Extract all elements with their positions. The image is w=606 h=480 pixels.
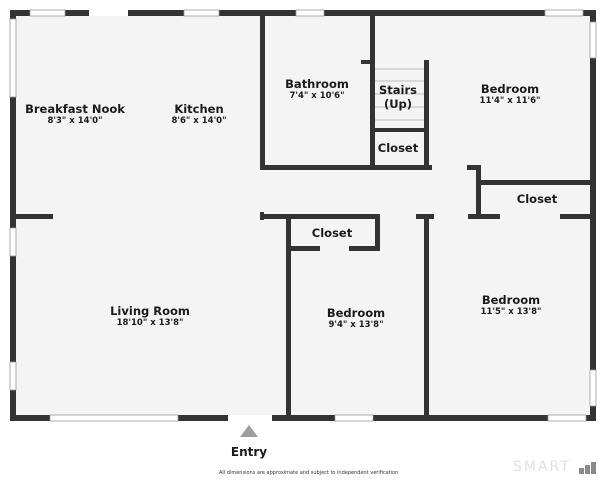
room-stairs: Stairs (Up) <box>379 83 417 111</box>
room-dimensions: 7'4" x 10'6" <box>289 91 345 101</box>
room-bedroom-mid: Bedroom 9'4" x 13'8" <box>327 306 385 331</box>
disclaimer-text: All dimensions are approximate and subje… <box>219 470 399 476</box>
room-name: Closet <box>516 192 558 206</box>
room-name: Kitchen <box>174 102 224 116</box>
room-name: Closet <box>311 226 353 240</box>
room-name: Bedroom <box>326 306 386 320</box>
room-sub: (Up) <box>383 97 413 111</box>
room-closet-right: Closet <box>517 192 557 206</box>
room-name: Bedroom <box>480 82 540 96</box>
room-name: Closet <box>377 141 419 155</box>
room-name: Living Room <box>110 304 190 318</box>
room-dimensions: 9'4" x 13'8" <box>328 320 384 330</box>
windows <box>9 9 597 422</box>
room-living-room: Living Room 18'10" x 13'8" <box>110 304 190 329</box>
brand-logo-text: SMART <box>513 459 571 475</box>
room-dimensions: 18'10" x 13'8" <box>116 318 184 328</box>
room-name: Bedroom <box>481 293 541 307</box>
room-dimensions: 11'4" x 11'6" <box>479 96 541 106</box>
entry-label: Entry <box>230 445 268 459</box>
room-closet-mid: Closet <box>312 226 352 240</box>
entry-arrow-icon <box>240 425 258 437</box>
room-bedroom-right: Bedroom 11'5" x 13'8" <box>481 293 542 318</box>
room-closet-stairs: Closet <box>378 141 418 155</box>
room-bedroom-top-right: Bedroom 11'4" x 11'6" <box>480 82 541 107</box>
room-breakfast-nook: Breakfast Nook 8'3" x 14'0" <box>25 102 125 127</box>
interior-walls <box>13 13 593 418</box>
room-bathroom: Bathroom 7'4" x 10'6" <box>285 77 349 102</box>
room-kitchen: Kitchen 8'6" x 14'0" <box>171 102 226 127</box>
room-dimensions: 11'5" x 13'8" <box>480 307 542 317</box>
room-dimensions: 8'6" x 14'0" <box>171 116 227 126</box>
stair-treads <box>375 68 424 121</box>
room-name: Bathroom <box>285 77 349 91</box>
room-dimensions: 8'3" x 14'0" <box>47 116 103 126</box>
room-name: Stairs <box>379 83 417 97</box>
room-name: Breakfast Nook <box>25 102 125 116</box>
brand-bars-icon <box>579 462 596 474</box>
